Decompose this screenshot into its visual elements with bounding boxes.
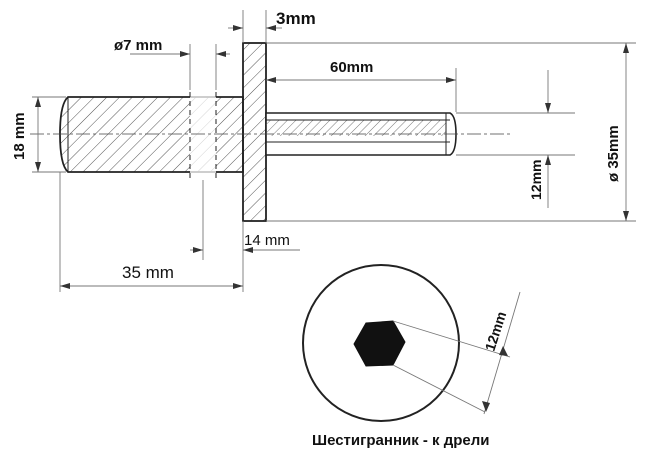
label-gap: 14 mm <box>244 232 290 249</box>
label-body-length: 35 mm <box>122 263 174 282</box>
label-flange-diameter: ø 35mm <box>605 125 622 182</box>
caption-hex-to-drill: Шестигранник - к дрели <box>312 432 490 449</box>
arrow-hex-bottom <box>482 401 490 412</box>
label-hole-diameter: ø7 mm <box>114 37 162 54</box>
end-view <box>302 264 521 422</box>
dimension-arrows <box>35 25 629 289</box>
hex-shaft-hatch <box>266 120 446 136</box>
side-view <box>30 42 510 222</box>
label-shaft-length: 60mm <box>330 59 373 76</box>
label-body-diameter: 18 mm <box>11 112 28 160</box>
arrow-hex-top <box>499 346 508 356</box>
label-hex-end-view: 12mm <box>482 309 510 352</box>
label-hex-across-flats: 12mm <box>528 160 544 200</box>
label-flange-thickness: 3mm <box>276 9 316 28</box>
flange <box>242 42 267 222</box>
